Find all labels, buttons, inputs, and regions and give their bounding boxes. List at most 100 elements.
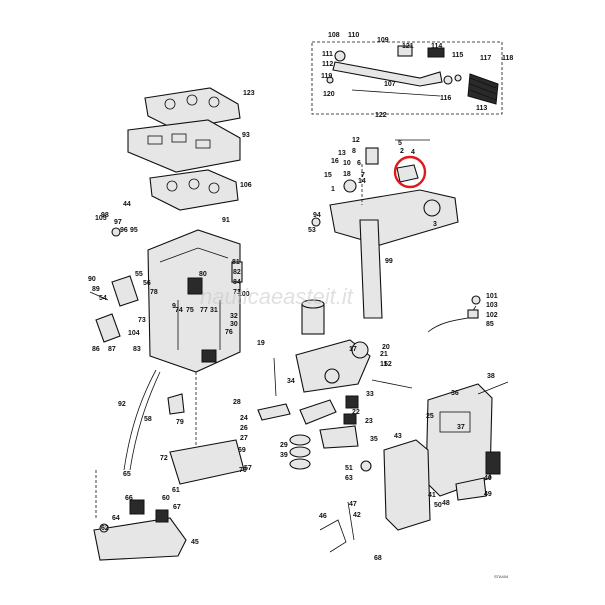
callout-53: 53 xyxy=(308,227,316,234)
shift-rod xyxy=(351,89,441,97)
mount-plate-68 xyxy=(169,439,245,485)
center-linkage xyxy=(257,299,413,470)
callout-45: 45 xyxy=(191,539,199,546)
callout-116: 116 xyxy=(440,95,451,102)
swivel-bracket xyxy=(311,139,459,319)
callout-4: 4 xyxy=(411,149,415,156)
callout-106: 106 xyxy=(240,182,252,189)
callout-65: 65 xyxy=(123,471,131,478)
callout-104: 104 xyxy=(128,330,140,337)
callout-111: 111 xyxy=(322,51,333,58)
dash-box-lever xyxy=(311,41,503,115)
callout-1: 1 xyxy=(331,186,335,193)
callout-8: 8 xyxy=(352,148,356,155)
callout-19: 19 xyxy=(257,340,265,347)
callout-102: 102 xyxy=(486,312,498,319)
callout-10: 10 xyxy=(343,160,351,167)
water-tube-52 xyxy=(123,369,157,471)
callout-118: 118 xyxy=(502,55,513,62)
callout-103: 103 xyxy=(486,302,498,309)
callout-9: 9 xyxy=(172,303,176,310)
callout-20: 20 xyxy=(382,344,390,351)
callout-42: 42 xyxy=(353,512,361,519)
callout-37: 37 xyxy=(457,424,465,431)
callout-69: 69 xyxy=(238,447,246,454)
callout-93: 93 xyxy=(242,132,250,139)
callout-12: 12 xyxy=(352,137,360,144)
callout-112: 112 xyxy=(322,61,333,68)
swivel-body xyxy=(329,189,459,246)
callout-64: 64 xyxy=(112,515,120,522)
watermark: nauticaeasteit.it xyxy=(200,284,354,309)
callout-24: 24 xyxy=(240,415,248,422)
callout-91: 91 xyxy=(222,217,230,224)
callout-51: 51 xyxy=(345,465,353,472)
callout-36: 36 xyxy=(451,390,459,397)
housing-body xyxy=(147,229,241,373)
callout-41: 41 xyxy=(428,492,436,499)
callout-120: 120 xyxy=(323,91,335,98)
callout-89: 89 xyxy=(92,286,100,293)
callout-5: 5 xyxy=(398,140,402,147)
callout-113: 113 xyxy=(476,105,487,112)
callout-23: 23 xyxy=(365,418,373,425)
callout-107: 107 xyxy=(384,81,396,88)
callout-32: 32 xyxy=(230,313,238,320)
callout-77: 77 xyxy=(200,307,208,314)
callout-61: 61 xyxy=(172,487,180,494)
callout-39: 39 xyxy=(280,452,288,459)
callout-83: 83 xyxy=(133,346,141,353)
callout-6: 6 xyxy=(357,160,361,167)
callout-55: 55 xyxy=(135,271,143,278)
callout-98: 98 xyxy=(101,212,109,219)
callout-33: 33 xyxy=(366,391,374,398)
ground-wire xyxy=(427,295,481,333)
callout-52: 52 xyxy=(384,361,392,368)
callout-54: 54 xyxy=(99,295,107,302)
callout-18: 18 xyxy=(343,171,351,178)
lower-right-mounts xyxy=(319,381,509,553)
callout-99: 99 xyxy=(385,258,393,265)
callout-122: 122 xyxy=(375,112,387,119)
callout-62: 62 xyxy=(101,525,109,532)
callout-13: 13 xyxy=(338,150,346,157)
gasket-plates xyxy=(127,87,241,211)
callout-92: 92 xyxy=(118,401,126,408)
callout-60: 60 xyxy=(162,495,170,502)
callout-110: 110 xyxy=(348,32,359,39)
callout-3: 3 xyxy=(433,221,437,228)
callout-87: 87 xyxy=(108,346,116,353)
callout-70: 70 xyxy=(239,467,247,474)
stern-bracket-39 xyxy=(383,439,431,531)
callout-40: 40 xyxy=(484,475,492,482)
callout-85: 85 xyxy=(486,321,494,328)
part-1-clip xyxy=(396,164,419,183)
callout-11: 11 xyxy=(380,361,388,368)
callout-7: 7 xyxy=(361,172,365,179)
callout-2: 2 xyxy=(400,148,404,155)
exhaust-housing xyxy=(147,229,243,470)
callout-27: 27 xyxy=(240,435,248,442)
callout-14: 14 xyxy=(358,178,366,185)
callout-67: 67 xyxy=(173,504,181,511)
callout-79: 79 xyxy=(176,419,184,426)
lower-left-parts xyxy=(93,439,245,561)
left-small-parts xyxy=(89,227,185,471)
callout-31: 31 xyxy=(210,307,218,314)
callout-105: 105 xyxy=(95,215,107,222)
callout-119: 119 xyxy=(321,73,332,80)
callout-121: 121 xyxy=(402,43,414,50)
gasket-top xyxy=(144,87,241,131)
callout-29: 29 xyxy=(280,442,288,449)
callout-28: 28 xyxy=(233,399,241,406)
callout-50: 50 xyxy=(434,502,442,509)
callout-66: 66 xyxy=(125,495,133,502)
callout-100: 100 xyxy=(238,291,250,298)
callout-49: 49 xyxy=(484,491,492,498)
shift-lever-housing xyxy=(295,339,371,393)
knob-block xyxy=(427,47,445,58)
callout-96: 96 xyxy=(120,227,128,234)
callout-15: 15 xyxy=(324,172,332,179)
